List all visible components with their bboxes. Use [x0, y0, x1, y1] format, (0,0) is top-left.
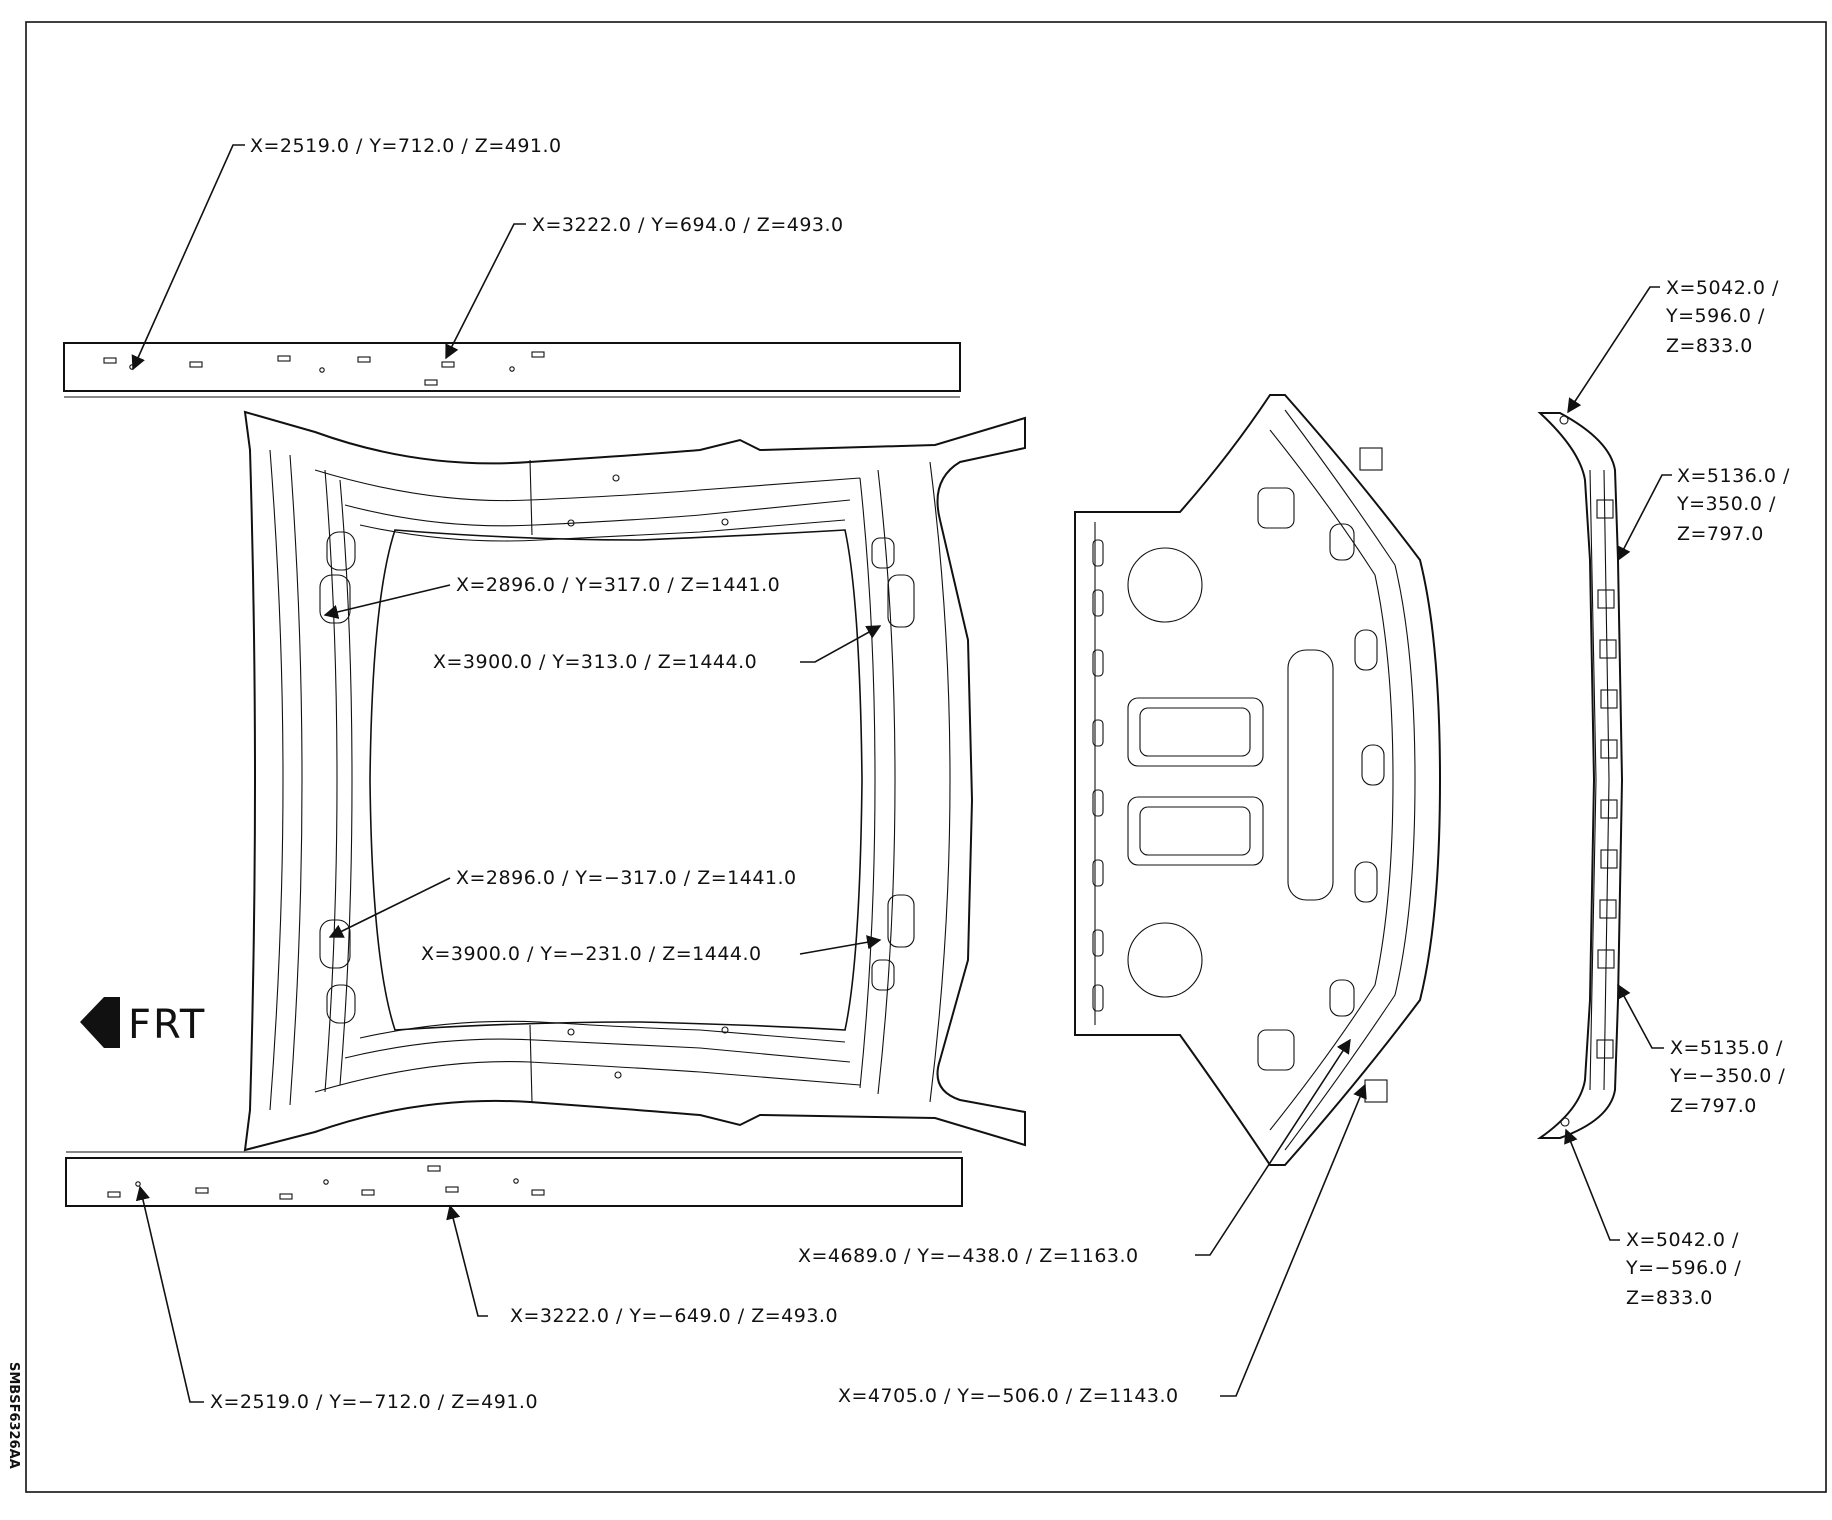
lower-rail-part	[65, 1151, 963, 1207]
callout-roof-front-left: X=2896.0 / Y=317.0 / Z=1441.0	[456, 574, 780, 596]
front-label: FRT	[128, 1002, 206, 1048]
callout-rear-header-upper: X=5136.0 / Y=350.0 / Z=797.0	[1676, 465, 1790, 545]
callout-roof-rear-left: X=3900.0 / Y=313.0 / Z=1444.0	[433, 651, 757, 673]
roof-frame-part	[243, 410, 1026, 1152]
callout-rear-header-top: X=5042.0 / Y=596.0 / Z=833.0	[1665, 277, 1779, 357]
callout-upper-rail-rear: X=3222.0 / Y=694.0 / Z=493.0	[532, 214, 844, 236]
callout-rear-panel-upper: X=4689.0 / Y=−438.0 / Z=1163.0	[798, 1245, 1139, 1267]
figure-code: SMBSF6326AA	[6, 1362, 21, 1469]
callout-rear-header-bottom: X=5042.0 / Y=−596.0 / Z=833.0	[1625, 1229, 1741, 1309]
callout-line: X=5042.0 /	[1666, 277, 1779, 299]
rear-header-part	[1536, 412, 1624, 1139]
callout-line: Y=596.0 /	[1665, 305, 1765, 327]
drawing-frame	[25, 21, 1827, 1493]
callouts: X=2519.0 / Y=712.0 / Z=491.0 X=3222.0 / …	[210, 135, 1790, 1413]
callout-lower-rail-front: X=2519.0 / Y=−712.0 / Z=491.0	[210, 1391, 538, 1413]
callout-rear-header-lower: X=5135.0 / Y=−350.0 / Z=797.0	[1669, 1037, 1785, 1117]
leader-lines	[131, 144, 1672, 1403]
callout-lower-rail-rear: X=3222.0 / Y=−649.0 / Z=493.0	[510, 1305, 838, 1327]
rear-panel-part	[1074, 394, 1442, 1166]
callout-roof-front-right: X=2896.0 / Y=−317.0 / Z=1441.0	[456, 867, 797, 889]
callout-line: Z=833.0	[1666, 335, 1753, 357]
callout-roof-rear-right: X=3900.0 / Y=−231.0 / Z=1444.0	[421, 943, 762, 965]
callout-line: Z=833.0	[1626, 1287, 1713, 1309]
callout-line: X=5135.0 /	[1670, 1037, 1783, 1059]
callout-line: Y=350.0 /	[1676, 493, 1776, 515]
front-direction-indicator: FRT	[80, 997, 206, 1048]
callout-line: Z=797.0	[1677, 523, 1764, 545]
callout-line: Z=797.0	[1670, 1095, 1757, 1117]
callout-line: X=5136.0 /	[1677, 465, 1790, 487]
front-arrow-icon	[80, 997, 120, 1048]
callout-line: Y=−350.0 /	[1669, 1065, 1785, 1087]
callout-line: X=5042.0 /	[1626, 1229, 1739, 1251]
callout-upper-rail-front: X=2519.0 / Y=712.0 / Z=491.0	[250, 135, 562, 157]
callout-line: Y=−596.0 /	[1625, 1257, 1741, 1279]
upper-rail-part	[63, 342, 961, 398]
callout-rear-panel-lower: X=4705.0 / Y=−506.0 / Z=1143.0	[838, 1385, 1179, 1407]
